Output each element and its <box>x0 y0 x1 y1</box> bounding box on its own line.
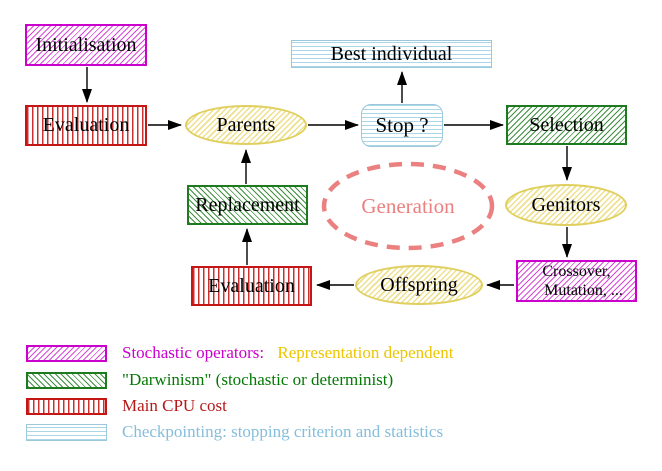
node-replacement: Replacement <box>187 185 308 225</box>
node-selection-label: Selection <box>529 113 604 136</box>
legend-swatch-darwinism <box>26 371 107 389</box>
node-best-individual: Best individual <box>291 40 492 68</box>
node-crossover-line1: Crossover, <box>542 263 611 280</box>
node-genitors-label: Genitors <box>531 193 601 216</box>
legend-swatch-checkpointing <box>26 423 107 441</box>
node-best-individual-label: Best individual <box>330 42 453 65</box>
legend-stochastic-value: Representation dependent <box>277 343 454 362</box>
legend-row-checkpointing: Checkpointing: stopping criterion and st… <box>26 422 444 441</box>
node-stop: Stop ? <box>361 104 443 147</box>
node-generation: Generation <box>323 186 493 226</box>
legend-checkpointing-label: Checkpointing: stopping criterion and st… <box>122 422 444 441</box>
node-selection: Selection <box>506 105 627 145</box>
node-evaluation-top: Evaluation <box>25 105 147 146</box>
legend-row-stochastic: Stochastic operators: Representation dep… <box>26 343 453 363</box>
node-replacement-label: Replacement <box>195 193 300 216</box>
legend-swatch-cpu <box>26 397 107 415</box>
legend-stochastic-label: Stochastic operators: <box>122 343 265 362</box>
node-initialisation-label: Initialisation <box>35 33 137 56</box>
node-initialisation: Initialisation <box>25 24 147 66</box>
node-evaluation-bottom: Evaluation <box>191 266 312 306</box>
node-evaluation-bottom-label: Evaluation <box>208 274 295 297</box>
legend-swatch-stochastic <box>26 344 107 362</box>
legend-row-cpu: Main CPU cost <box>26 396 227 415</box>
node-genitors: Genitors <box>505 184 627 226</box>
node-crossover-mutation: Crossover, Mutation, ... <box>516 260 637 302</box>
node-evaluation-top-label: Evaluation <box>42 114 130 136</box>
node-generation-label: Generation <box>361 193 455 218</box>
legend-text-stochastic: Stochastic operators: Representation dep… <box>122 343 453 363</box>
legend-cpu-label: Main CPU cost <box>122 396 227 415</box>
node-parents-label: Parents <box>216 113 276 136</box>
node-stop-label: Stop ? <box>375 113 429 138</box>
legend-darwinism-label: "Darwinism" (stochastic or determinist) <box>122 370 394 389</box>
node-parents: Parents <box>185 105 307 145</box>
node-offspring: Offspring <box>355 265 483 305</box>
node-crossover-line2: Mutation, ... <box>544 282 623 299</box>
node-offspring-label: Offspring <box>380 273 458 296</box>
legend-row-darwinism: "Darwinism" (stochastic or determinist) <box>26 370 394 389</box>
